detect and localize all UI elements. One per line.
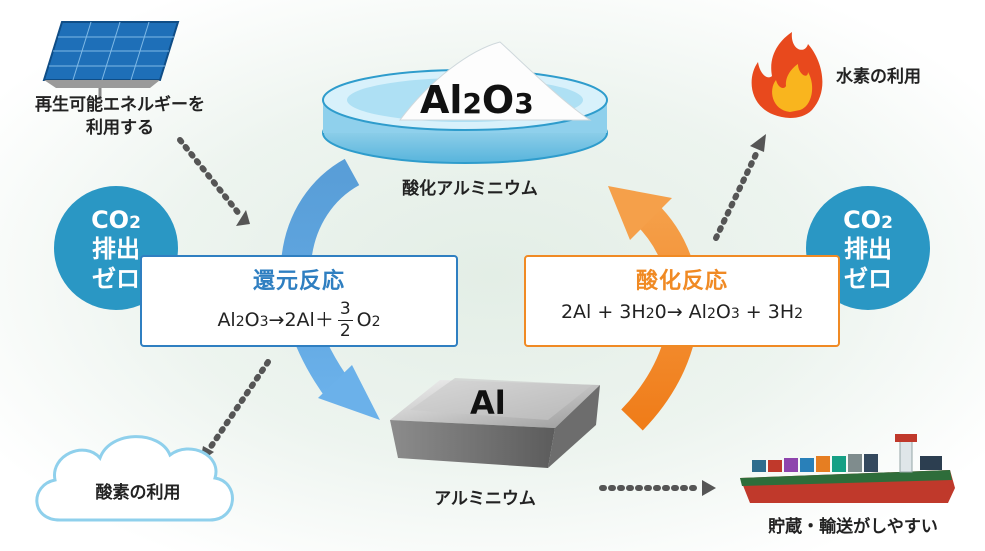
container-ship-icon [740,434,955,503]
cloud-icon [35,435,234,522]
oxidation-eq-part2: 0→ Al [654,301,707,323]
co2-left-sub: 2 [129,213,141,233]
reduction-eq-part4: O [356,309,372,331]
solar-label-line1: 再生可能エネルギーを [35,95,205,115]
co2-right-line3: ゼロ [844,264,892,293]
oxidation-equation: 2Al + 3H20→ Al2O3 + 3H2 [526,301,838,323]
reduction-eq-sub3: 2 [371,314,381,330]
al2o3-sub2: 3 [514,87,534,120]
co2-right-sub: 2 [881,213,893,233]
aluminum-formula: Al [470,384,506,422]
reduction-eq-sub1: 2 [235,314,245,330]
reduction-title: 還元反応 [252,269,345,294]
al2o3-caption: 酸化アルミニウム [402,179,538,199]
co2-right-line2: 排出 [844,235,892,264]
reduction-eq-part3: →2Al＋ [268,309,334,331]
reduction-eq-part2: O [244,309,260,331]
fraction-denominator: 2 [339,321,351,341]
al2o3-al: Al [420,78,463,122]
solar-panel-icon [42,21,180,100]
oxidation-box: 酸化反応 2Al + 3H20→ Al2O3 + 3H2 [524,255,840,347]
oxidation-eq-part1: 2Al + 3H [560,301,646,323]
oxidation-eq-part3: O [715,301,731,323]
oxidation-eq-part4: + 3H [739,301,795,323]
fraction-numerator: 3 [337,299,353,321]
oxidation-title: 酸化反応 [635,269,728,294]
co2-left-line2: 排出 [92,235,140,264]
hydrogen-label: 水素の利用 [836,67,921,87]
co2-bubble-left-text: CO2 排出 ゼロ [61,206,171,294]
al2o3-formula: Al2O3 [420,78,534,122]
aluminum-caption: アルミニウム [434,489,536,509]
co2-right-main: CO [843,206,882,234]
aluminum-ingot-icon [390,378,600,468]
oxidation-eq-sub3: 3 [730,306,740,322]
oxidation-eq-sub2: 2 [706,306,716,322]
reduction-eq-sub2: 3 [259,314,269,330]
solar-label-line2: 利用する [86,117,154,138]
flame-icon [751,32,823,118]
co2-left-line3: ゼロ [92,264,140,293]
ship-label: 貯蔵・輸送がしやすい [768,517,938,537]
oxygen-label: 酸素の利用 [95,483,181,503]
arrow-head-icon [236,210,250,226]
co2-bubble-right-text: CO2 排出 ゼロ [813,206,923,294]
alumina-dish-icon [322,41,608,164]
oxidation-eq-sub4: 2 [794,306,804,322]
oxidation-eq-sub1: 2 [645,306,655,322]
reduction-eq-part1: Al [217,309,236,331]
co2-left-main: CO [91,206,130,234]
al2o3-o: O [481,78,515,122]
solar-label: 再生可能エネルギーを 利用する [0,94,240,140]
al2o3-sub1: 2 [462,87,482,120]
